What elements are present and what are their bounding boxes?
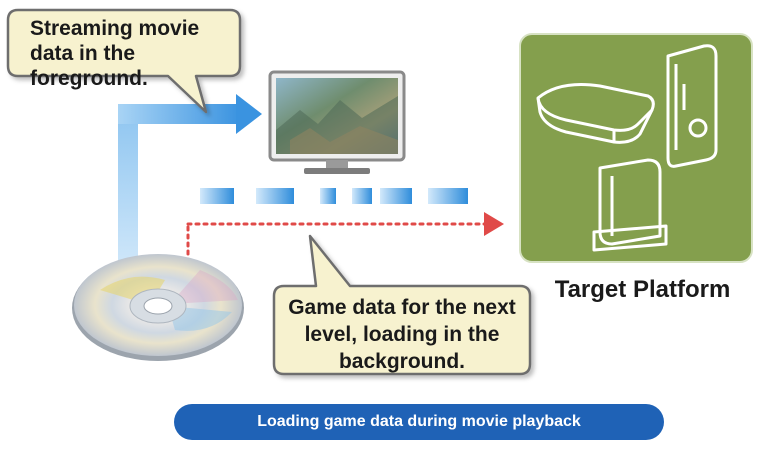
playstation-console-icon — [536, 83, 655, 144]
stream-arrow — [118, 94, 262, 290]
data-block — [380, 188, 412, 204]
callout-top — [6, 8, 242, 114]
callout-background-text: Game data for the next level, loading in… — [288, 296, 516, 373]
callout-bottom — [272, 234, 532, 376]
data-block — [320, 188, 336, 204]
data-blocks — [200, 188, 468, 204]
data-block — [352, 188, 372, 204]
load-arrow — [186, 212, 504, 272]
caption-banner: Loading game data during movie playback — [174, 404, 664, 440]
disc-icon — [72, 254, 244, 361]
data-block — [256, 188, 294, 204]
callout-foreground-text: Streaming movie data in the foreground. — [30, 17, 200, 90]
platform-panel — [519, 33, 753, 263]
data-block — [200, 188, 234, 204]
wii-console-icon — [592, 158, 668, 252]
xbox-console-icon — [666, 44, 718, 168]
monitor-icon — [268, 70, 406, 174]
platform-label: Target Platform — [554, 276, 731, 303]
data-block — [428, 188, 468, 204]
